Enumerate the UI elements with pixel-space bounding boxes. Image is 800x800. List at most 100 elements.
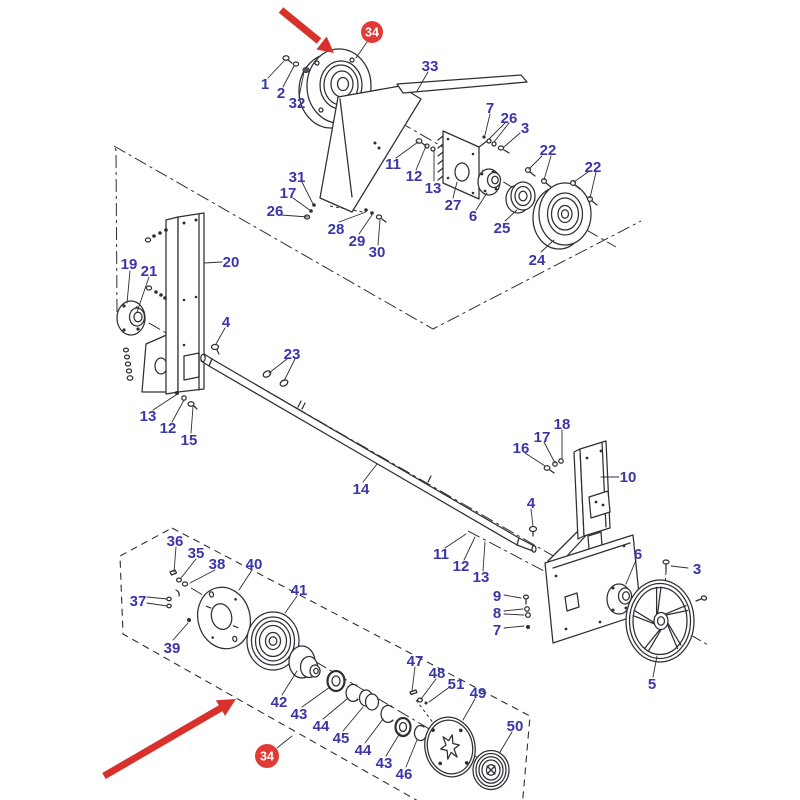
fasteners-36-35-38 — [169, 569, 189, 587]
part-label-22-21: 22 — [585, 159, 602, 176]
part-label-15-29: 15 — [181, 432, 198, 449]
bracket-20 — [141, 212, 205, 395]
circlip-44-a — [345, 683, 359, 702]
pin-39 — [187, 618, 191, 622]
pulley-34 — [298, 48, 372, 129]
part-label-32-2: 32 — [289, 95, 306, 112]
part-label-36-45: 36 — [167, 533, 184, 550]
part-label-12-28: 12 — [160, 420, 177, 437]
part-label-43-57: 43 — [376, 755, 393, 772]
part-label-14-30: 14 — [353, 481, 370, 498]
fasteners-16-17-18 — [543, 458, 564, 474]
part-label-11-36: 11 — [433, 546, 449, 563]
part-label-44-54: 44 — [313, 718, 330, 735]
badge-34-top: 34 — [361, 21, 383, 43]
part-label-17-5: 17 — [280, 185, 297, 202]
fasteners-28-29-30 — [364, 208, 387, 223]
part-label-16-31: 16 — [513, 440, 530, 457]
top-assembly-drawing — [282, 48, 598, 250]
part-label-23-26: 23 — [284, 346, 301, 363]
stepped-hub-42 — [288, 645, 321, 679]
part-label-9-39: 9 — [493, 588, 501, 605]
part-label-13-27: 13 — [140, 408, 157, 425]
pulley-25 — [505, 181, 536, 214]
part-label-27-13: 27 — [445, 197, 462, 214]
bolt-4-left — [210, 343, 220, 355]
part-label-3-19: 3 — [521, 120, 529, 137]
part-label-13-12: 13 — [425, 180, 442, 197]
fasteners-1-2-32 — [282, 55, 310, 74]
part-label-19-22: 19 — [121, 256, 138, 273]
bolts-22-set-a — [524, 166, 552, 188]
support-arm — [303, 85, 422, 220]
fastener-stacks-bracket-20 — [122, 228, 168, 381]
fasteners-37 — [166, 589, 180, 609]
part-label-10-34: 10 — [620, 469, 637, 486]
fasteners-9-8-7 — [522, 594, 531, 629]
part-label-39-50: 39 — [164, 640, 181, 657]
part-label-17-32: 17 — [534, 429, 551, 446]
bottom-red-arrow — [102, 699, 236, 780]
part-label-21-23: 21 — [141, 263, 158, 280]
part-label-28-7: 28 — [328, 221, 345, 238]
part-label-45-55: 45 — [333, 730, 350, 747]
part-label-6-42: 6 — [634, 546, 642, 563]
bolts-22-set-b — [569, 179, 598, 206]
leader-lines — [126, 41, 689, 768]
part-label-6-14: 6 — [469, 208, 477, 225]
part-label-11-10: 11 — [385, 156, 401, 173]
top-detail-boundary — [113, 145, 642, 330]
part-label-35-46: 35 — [188, 545, 205, 562]
pulley-50 — [472, 749, 510, 791]
spacer-45 — [358, 689, 380, 711]
fasteners-11-12-13-top — [415, 138, 436, 152]
badge-34-top-label: 34 — [365, 26, 379, 40]
part-label-31-4: 31 — [289, 169, 306, 186]
part-label-24-16: 24 — [529, 252, 546, 269]
mount-plate-27 — [437, 130, 488, 200]
part-label-43-53: 43 — [291, 706, 308, 723]
part-label-46-58: 46 — [396, 766, 413, 783]
fasteners-7-26-3-top — [482, 135, 510, 154]
part-label-26-18: 26 — [501, 110, 518, 127]
part-label-30-9: 30 — [369, 244, 386, 261]
part-label-7-17: 7 — [486, 100, 494, 117]
part-label-25-15: 25 — [494, 220, 511, 237]
part-label-38-47: 38 — [209, 556, 226, 573]
part-label-12-11: 12 — [406, 168, 423, 185]
bolt-3-right — [662, 559, 670, 573]
part-label-50-63: 50 — [507, 718, 524, 735]
part-label-7-41: 7 — [493, 622, 501, 639]
part-label-33-3: 33 — [422, 58, 439, 75]
badge-34-bottom-label: 34 — [260, 750, 274, 764]
part-label-42-52: 42 — [271, 694, 288, 711]
shaft-14 — [200, 353, 537, 553]
part-label-44-56: 44 — [355, 742, 372, 759]
middle-assembly-drawing — [116, 212, 708, 663]
fasteners-47-48-51 — [409, 689, 428, 705]
pulley-41 — [246, 611, 300, 671]
part-label-18-33: 18 — [554, 416, 571, 433]
part-label-1-0: 1 — [261, 76, 269, 93]
washer-46 — [413, 724, 426, 742]
part-label-8-40: 8 — [493, 605, 501, 622]
badge-34-bottom: 34 — [255, 744, 279, 768]
clips-23 — [262, 370, 289, 387]
circlip-44-b — [380, 704, 394, 723]
bracket-10 — [544, 440, 642, 644]
part-label-51-61: 51 — [448, 676, 465, 693]
hub-19-21 — [116, 300, 146, 336]
part-label-20-24: 20 — [223, 254, 240, 271]
part-label-2-1: 2 — [277, 85, 285, 102]
part-number-labels: 1232333117262829301112132762524726322221… — [121, 58, 702, 783]
part-label-22-20: 22 — [540, 142, 557, 159]
part-label-12-37: 12 — [453, 558, 470, 575]
spoked-wheel-5 — [625, 579, 695, 663]
top-red-arrow — [278, 7, 334, 53]
part-label-41-51: 41 — [291, 582, 308, 599]
part-label-49-62: 49 — [470, 685, 487, 702]
bottom-assembly-drawing — [166, 569, 510, 791]
part-label-13-38: 13 — [473, 569, 490, 586]
drive-plate-49 — [424, 716, 476, 778]
